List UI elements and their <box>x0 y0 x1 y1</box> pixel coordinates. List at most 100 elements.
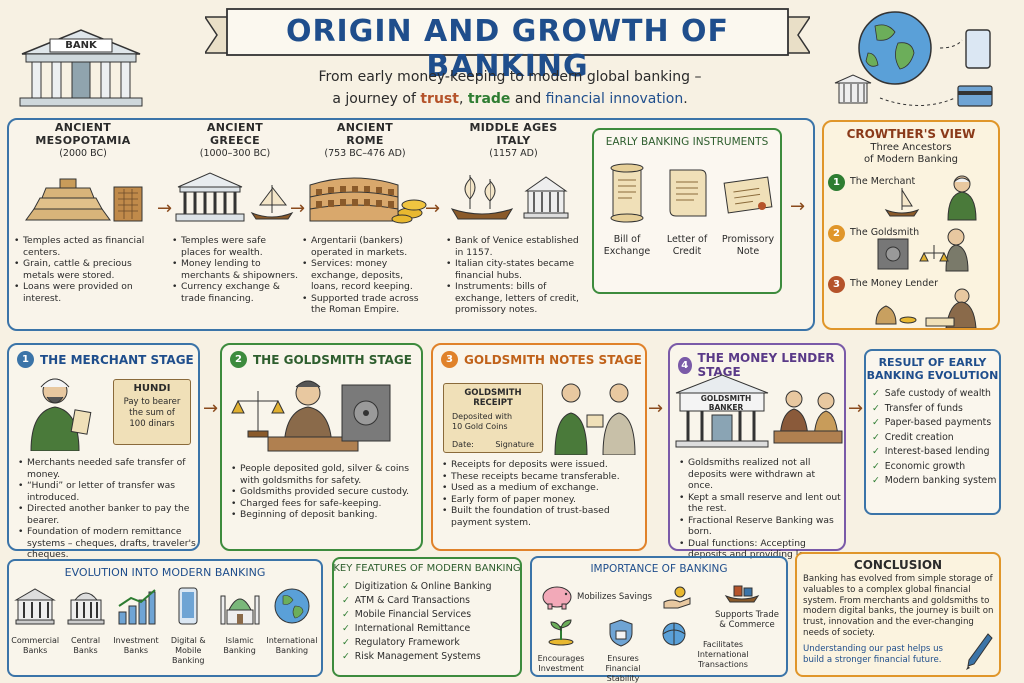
conclusion-panel <box>795 552 1001 677</box>
importance-panel <box>530 556 788 677</box>
feature-item: ✓Risk Management Systems <box>342 651 481 662</box>
ziggurat-illustration <box>25 178 143 222</box>
evolution-panel <box>7 559 323 677</box>
crowther-view-panel <box>822 120 1000 330</box>
stage-bullets: Merchants needed safe transfer of money.… <box>18 457 196 561</box>
bank-sign: BANK <box>65 40 97 51</box>
arrow-right-icon: → <box>790 196 806 217</box>
era-date: (1000–300 BC) <box>199 148 271 159</box>
globe-digital-illustration <box>820 8 1010 113</box>
check-icon: ✓ <box>342 581 350 592</box>
goldsmith-banker-illustration <box>675 374 843 448</box>
colosseum-illustration <box>309 177 427 224</box>
result-item: ✓Modern banking system <box>872 475 997 486</box>
result-item: ✓Economic growth <box>872 460 966 472</box>
money-lender-illustration <box>875 288 977 328</box>
trade-ship-icon <box>724 585 760 603</box>
exchange-receipt-illustration <box>554 383 636 455</box>
globe-transfer-icon <box>662 622 686 646</box>
key-features-title: KEY FEATURES OF MODERN BANKING <box>333 563 521 574</box>
era-date: (1157 AD) <box>489 148 538 159</box>
shield-lock-icon <box>609 619 633 647</box>
feature-item: ✓International Remittance <box>342 623 471 634</box>
arrow-right-icon: → <box>848 398 864 419</box>
check-icon: ✓ <box>342 595 350 606</box>
goldsmith-at-work-illustration <box>231 380 391 452</box>
check-icon: ✓ <box>872 402 880 414</box>
feature-item: ✓ATM & Card Transactions <box>342 595 471 606</box>
ancestor-label: The Money Lender <box>850 278 938 289</box>
era-bullets: Bank of Venice established in 1157. Ital… <box>446 235 581 316</box>
crowther-title: CROWTHER'S VIEW <box>846 127 976 141</box>
merchant-illustration <box>884 175 977 221</box>
era-bullets: Temples acted as financial centers. Grai… <box>14 235 152 304</box>
era-bullets: Argentarii (bankers) operated in markets… <box>302 235 428 316</box>
importance-mobilizes: Mobilizes Savings <box>577 592 653 602</box>
importance-supports: Supports Trade& Commerce <box>714 610 779 630</box>
merchant-with-letter-illustration <box>30 378 92 451</box>
title-banner <box>203 5 812 60</box>
check-icon: ✓ <box>342 623 350 634</box>
ancestor-goldsmith: 2 The Goldsmith <box>828 223 996 273</box>
result-item: ✓Interest-based lending <box>872 446 990 457</box>
arrow-right-icon: → <box>203 398 219 419</box>
conclusion-text: Banking has evolved from simple storage … <box>803 574 994 638</box>
page-title: ORIGIN AND GROWTH OF BANKING <box>285 14 730 84</box>
check-icon: ✓ <box>872 388 880 399</box>
conclusion-title: CONCLUSION <box>853 558 943 572</box>
modern-bank-digital: Digital &Mobile Banking <box>161 586 215 674</box>
arrow-right-icon: → <box>157 198 173 219</box>
check-icon: ✓ <box>342 651 350 662</box>
greek-temple-illustration <box>175 172 294 222</box>
arrow-right-icon: → <box>648 398 664 419</box>
step-number: 4 <box>678 356 692 374</box>
mosque-icon <box>220 595 260 625</box>
check-icon: ✓ <box>872 460 880 472</box>
step-number: 1 <box>828 174 845 191</box>
feature-item: ✓Digitization & Online Banking <box>342 581 492 592</box>
ancestor-label: The Merchant <box>850 176 916 187</box>
hand-coin-icon <box>663 586 691 609</box>
era-date: (2000 BC) <box>59 148 107 159</box>
scroll-icon <box>610 163 644 223</box>
check-icon: ✓ <box>872 431 880 443</box>
pen-icon <box>966 633 993 670</box>
key-features-list: ✓Digitization & Online Banking ✓ATM & Ca… <box>342 580 520 664</box>
stage-bullets: Goldsmiths realized not all deposits wer… <box>679 457 843 561</box>
era-date: (753 BC–476 AD) <box>324 148 406 159</box>
instruments-title: EARLY BANKING INSTRUMENTS <box>605 136 769 148</box>
step-number: 2 <box>230 351 247 368</box>
note-icon <box>723 176 773 214</box>
ancestor-label: The Goldsmith <box>850 227 920 238</box>
commercial-bank-icon <box>14 588 57 625</box>
result-item: ✓Transfer of funds <box>872 402 963 414</box>
era-bullets: Temples were safe places for wealth. Mon… <box>172 235 298 304</box>
check-icon: ✓ <box>342 637 350 648</box>
check-icon: ✓ <box>872 475 880 486</box>
conclusion-closing: Understanding our past helps us build a … <box>803 644 944 665</box>
feature-item: ✓Regulatory Framework <box>342 637 460 648</box>
